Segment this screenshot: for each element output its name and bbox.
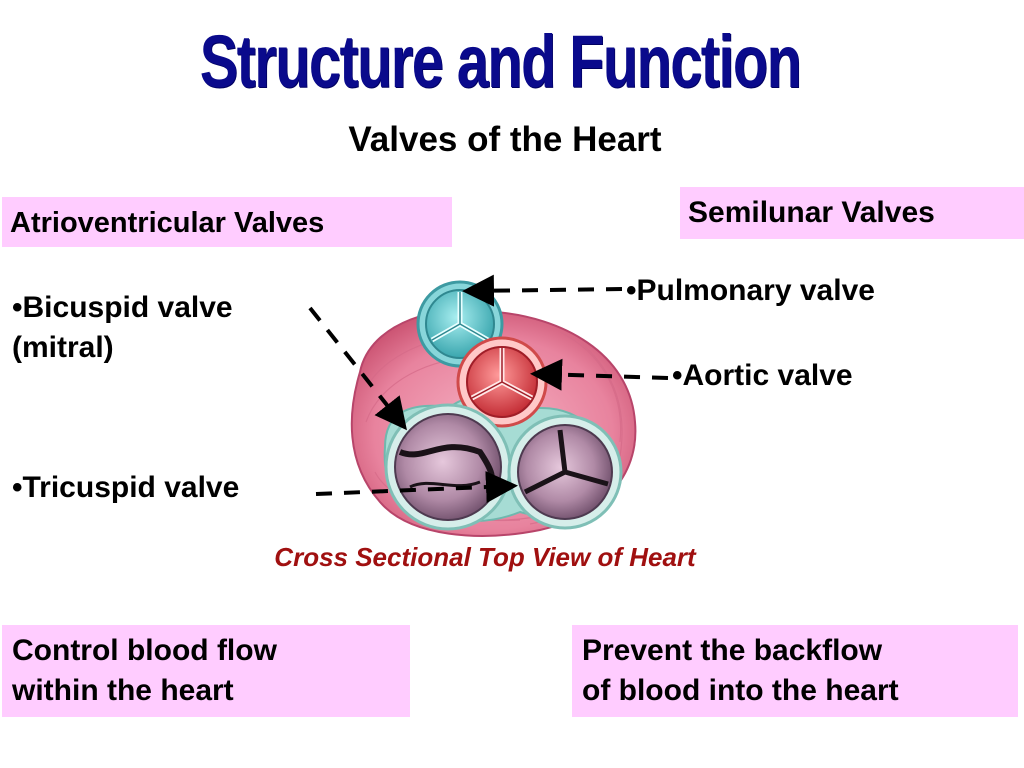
- aortic-label: •Aortic valve: [672, 359, 853, 392]
- bicuspid-label: •Bicuspid valve (mitral): [12, 288, 233, 368]
- page-subtitle: Valves of the Heart: [348, 120, 662, 159]
- sl-function-line2: of blood into the heart: [582, 674, 899, 707]
- av-function-line1: Control blood flow: [12, 634, 277, 667]
- aortic-valve: [456, 336, 548, 428]
- sl-valves-header: Semilunar Valves: [680, 187, 1024, 239]
- bicuspid-valve: [384, 403, 512, 531]
- heart-cross-section: [350, 280, 637, 537]
- av-valves-header: Atrioventricular Valves: [2, 197, 452, 247]
- tricuspid-pointer: [315, 471, 518, 503]
- av-valves-header-text: Atrioventricular Valves: [10, 207, 325, 239]
- pulmonary-pointer: [462, 274, 623, 307]
- sl-valves-header-text: Semilunar Valves: [688, 196, 935, 229]
- av-function-box: Control blood flow within the heart: [2, 625, 410, 717]
- tricuspid-valve: [507, 414, 623, 530]
- bicuspid-label-line2: (mitral): [12, 331, 114, 364]
- aortic-pointer: [530, 358, 669, 391]
- bicuspid-label-line1: •Bicuspid valve: [12, 291, 233, 324]
- av-function-line2: within the heart: [12, 674, 234, 707]
- page-title: Structure and Function: [199, 20, 802, 103]
- sl-function-line1: Prevent the backflow: [582, 634, 883, 667]
- tricuspid-label: •Tricuspid valve: [12, 471, 240, 504]
- sl-function-box: Prevent the backflow of blood into the h…: [572, 625, 1018, 717]
- pulmonary-label: •Pulmonary valve: [626, 274, 875, 307]
- diagram-caption: Cross Sectional Top View of Heart: [274, 542, 696, 572]
- bicuspid-pointer: [308, 306, 407, 431]
